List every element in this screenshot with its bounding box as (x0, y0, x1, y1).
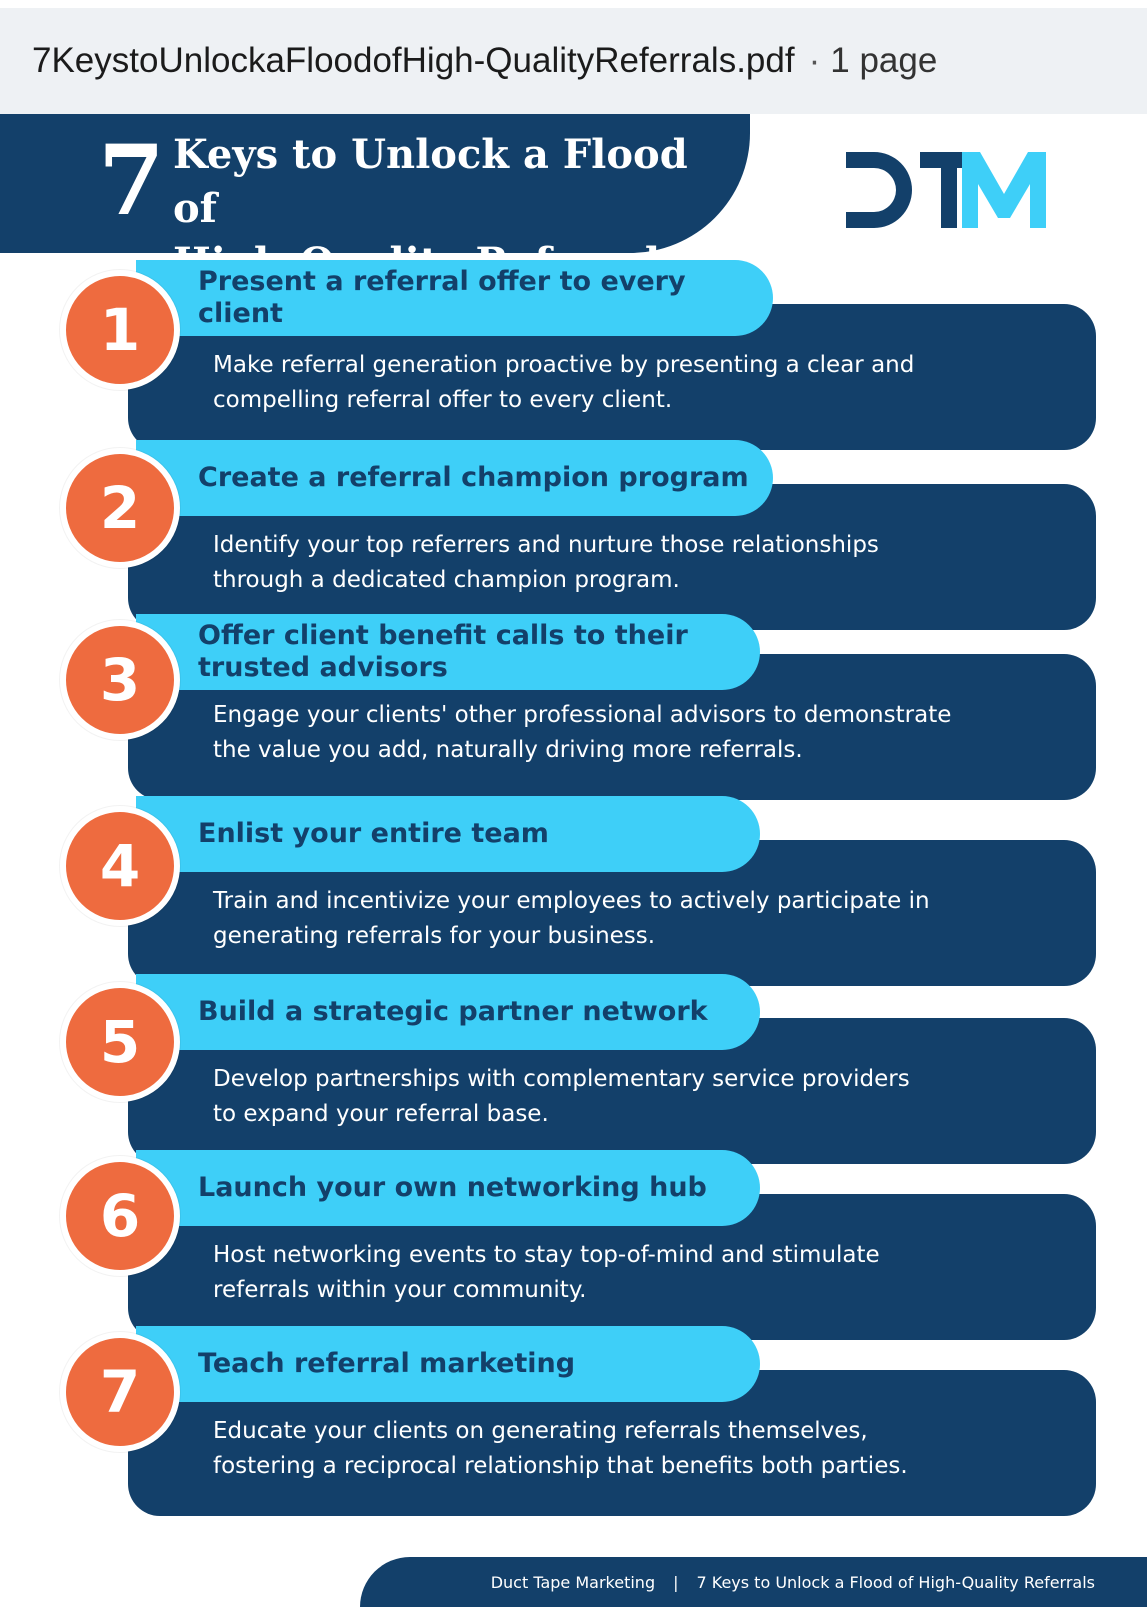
footer-banner: Duct Tape Marketing | 7 Keys to Unlock a… (360, 1557, 1147, 1607)
key-description-line1: Train and incentivize your employees to … (213, 888, 930, 914)
key-item-4: Enlist your entire team Train and incent… (0, 796, 1147, 992)
key-description-line1: Make referral generation proactive by pr… (213, 352, 915, 378)
key-description-line1: Educate your clients on generating refer… (213, 1418, 868, 1444)
key-description-line2: referrals within your community. (213, 1277, 587, 1303)
key-description-line2: the value you add, naturally driving mor… (213, 737, 803, 763)
key-number-badge: 4 (60, 806, 180, 926)
key-description: Engage your clients' other professional … (213, 698, 1033, 768)
key-title-pill: Build a strategic partner network (136, 974, 760, 1050)
key-number-badge: 1 (60, 270, 180, 390)
key-title: Launch your own networking hub (198, 1172, 707, 1203)
key-title-pill: Offer client benefit calls to their trus… (136, 614, 760, 690)
key-title: Teach referral marketing (198, 1348, 576, 1379)
key-number-badge: 7 (60, 1332, 180, 1452)
footer-separator: | (673, 1572, 679, 1592)
footer-doc-title: 7 Keys to Unlock a Flood of High-Quality… (696, 1572, 1095, 1592)
key-title: Create a referral champion program (198, 462, 749, 493)
key-title: Build a strategic partner network (198, 996, 708, 1027)
key-description-line1: Identify your top referrers and nurture … (213, 532, 879, 558)
key-number-badge: 6 (60, 1156, 180, 1276)
key-title-pill: Launch your own networking hub (136, 1150, 760, 1226)
key-title: Offer client benefit calls to their trus… (198, 620, 688, 684)
key-description: Make referral generation proactive by pr… (213, 348, 1033, 418)
footer-brand: Duct Tape Marketing (490, 1572, 656, 1592)
key-description-line2: to expand your referral base. (213, 1101, 549, 1127)
header-title-line1: Keys to Unlock a Flood of (173, 131, 688, 232)
key-item-5: Build a strategic partner network Develo… (0, 974, 1147, 1170)
key-item-3: Offer client benefit calls to their trus… (0, 614, 1147, 810)
key-description-line1: Host networking events to stay top-of-mi… (213, 1242, 880, 1268)
key-description: Train and incentivize your employees to … (213, 884, 1033, 954)
file-title-bar: 7KeystoUnlockaFloodofHigh-QualityReferra… (0, 8, 1147, 114)
title-separator: · (808, 41, 821, 80)
dtm-logo-icon (846, 150, 1046, 234)
key-number-badge: 5 (60, 982, 180, 1102)
key-description: Develop partnerships with complementary … (213, 1062, 1033, 1132)
key-description: Host networking events to stay top-of-mi… (213, 1238, 1033, 1308)
header-number: 7 (98, 124, 165, 237)
key-description-line2: fostering a reciprocal relationship that… (213, 1453, 908, 1479)
key-item-6: Launch your own networking hub Host netw… (0, 1150, 1147, 1346)
key-title-pill: Enlist your entire team (136, 796, 760, 872)
key-item-1: Present a referral offer to every client… (0, 260, 1147, 450)
key-description-line1: Develop partnerships with complementary … (213, 1066, 910, 1092)
key-description: Educate your clients on generating refer… (213, 1414, 1033, 1484)
key-description-line2: generating referrals for your business. (213, 923, 656, 949)
page-count: 1 page (830, 41, 938, 80)
key-description-line2: through a dedicated champion program. (213, 567, 680, 593)
header-banner: 7 Keys to Unlock a Flood of High-Quality… (0, 114, 750, 286)
key-number-badge: 3 (60, 620, 180, 740)
key-item-7: Teach referral marketing Educate your cl… (0, 1326, 1147, 1526)
key-description-line2: compelling referral offer to every clien… (213, 387, 673, 413)
key-item-2: Create a referral champion program Ident… (0, 440, 1147, 630)
key-title-pill: Present a referral offer to every client (136, 260, 773, 336)
key-title: Present a referral offer to every client (198, 266, 686, 329)
key-title-pill: Teach referral marketing (136, 1326, 760, 1402)
key-description-line1: Engage your clients' other professional … (213, 702, 952, 728)
key-title-line2: trusted advisors (198, 652, 448, 683)
key-description: Identify your top referrers and nurture … (213, 528, 1033, 598)
key-number-badge: 2 (60, 448, 180, 568)
key-title: Enlist your entire team (198, 818, 549, 849)
file-name: 7KeystoUnlockaFloodofHigh-QualityReferra… (32, 41, 795, 80)
key-title-line1: Offer client benefit calls to their (198, 620, 688, 651)
pdf-document-page[interactable]: 7 Keys to Unlock a Flood of High-Quality… (0, 114, 1147, 1607)
key-title-pill: Create a referral champion program (136, 440, 773, 516)
